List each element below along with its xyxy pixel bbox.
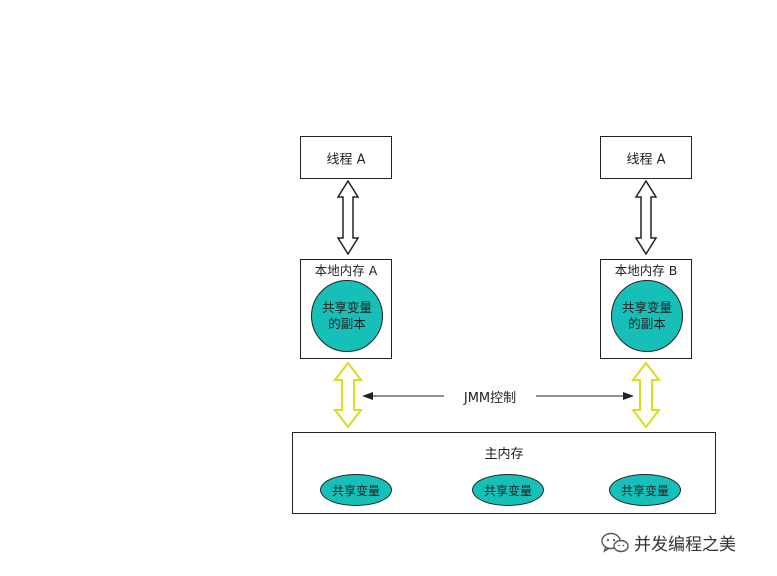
thread-b-local-b-arrow bbox=[634, 179, 658, 256]
local-memory-b-box: 本地内存 B 共享变量的副本 bbox=[600, 259, 692, 359]
shared-variable-1-label: 共享变量 bbox=[331, 483, 380, 498]
thread-a-local-a-arrow bbox=[336, 179, 360, 256]
local-memory-b-label: 本地内存 B bbox=[614, 263, 678, 278]
local-memory-a-label: 本地内存 A bbox=[314, 263, 378, 278]
jmm-left-arrowhead bbox=[362, 392, 373, 400]
shared-variable-2-label: 共享变量 bbox=[483, 483, 532, 498]
local-memory-a-box: 本地内存 A 共享变量的副本 bbox=[300, 259, 392, 359]
shared-variable-copy-a: 共享变量的副本 bbox=[311, 280, 383, 352]
main-memory-label: 主内存 bbox=[484, 447, 524, 462]
shared-variable-copy-a-label: 共享变量的副本 bbox=[322, 300, 373, 331]
wechat-icon bbox=[601, 532, 629, 553]
shared-variable-2: 共享变量 bbox=[472, 474, 544, 506]
thread-a-label: 线程 A bbox=[326, 152, 366, 167]
local-b-main-arrow bbox=[630, 361, 662, 429]
shared-variable-copy-b: 共享变量的副本 bbox=[611, 280, 683, 352]
thread-b-label: 线程 A bbox=[626, 152, 666, 167]
shared-variable-1: 共享变量 bbox=[320, 474, 392, 506]
shared-variable-3: 共享变量 bbox=[609, 474, 681, 506]
local-a-main-arrow bbox=[332, 361, 364, 429]
thread-a-box: 线程 A bbox=[300, 136, 392, 179]
thread-b-box: 线程 A bbox=[600, 136, 692, 179]
watermark: 并发编程之美 bbox=[600, 530, 736, 555]
shared-variable-copy-b-label: 共享变量的副本 bbox=[622, 300, 673, 331]
shared-variable-3-label: 共享变量 bbox=[620, 483, 669, 498]
jmm-right-arrowhead bbox=[623, 392, 634, 400]
watermark-text: 并发编程之美 bbox=[634, 535, 736, 555]
main-memory-box: 主内存 共享变量 共享变量 共享变量 bbox=[292, 432, 716, 514]
jmm-control-label: JMM控制 bbox=[448, 387, 532, 406]
